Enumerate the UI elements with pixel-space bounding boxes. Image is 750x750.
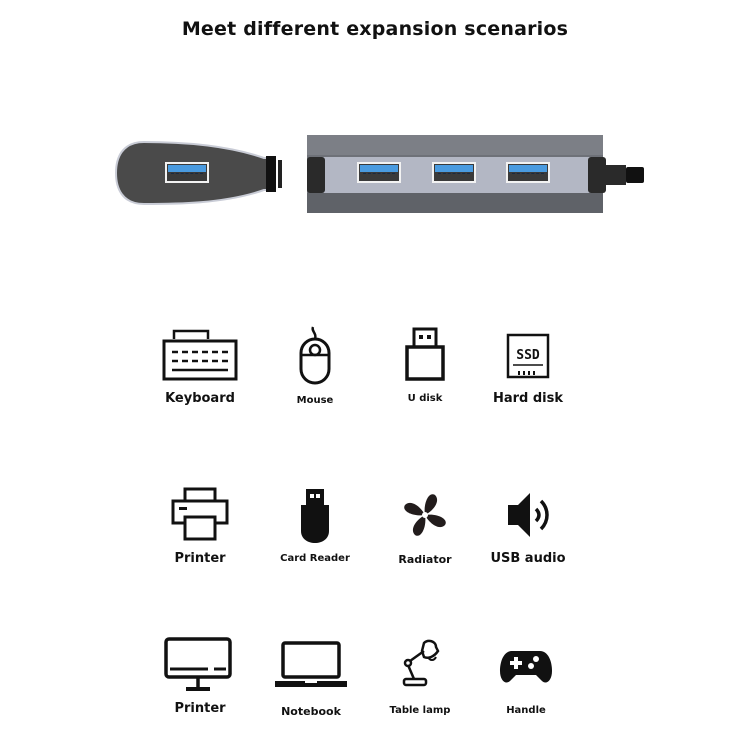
device-radiator: Radiator — [355, 485, 495, 566]
device-keyboard: Keyboard — [130, 325, 270, 406]
device-handle: Handle — [456, 635, 596, 716]
device-u-disk: U disk — [355, 325, 495, 404]
device-label: Printer — [174, 701, 226, 716]
device-card-reader: Card Reader — [245, 485, 385, 564]
usb-hub-body-graphic — [307, 135, 647, 215]
mouse-icon — [299, 326, 331, 385]
device-hard-disk: SSD Hard disk — [458, 325, 598, 406]
device-label: Mouse — [296, 395, 334, 406]
keyboard-icon — [162, 329, 238, 381]
device-label: Printer — [174, 551, 226, 566]
gamepad-icon — [500, 651, 552, 683]
device-printer: Printer — [130, 485, 270, 566]
device-label: Handle — [506, 705, 546, 716]
usb-port — [506, 162, 550, 183]
usb-drive-icon — [405, 327, 445, 381]
device-label: U disk — [407, 393, 443, 404]
printer-icon — [171, 487, 229, 541]
desk-lamp-icon — [402, 639, 440, 687]
device-table-lamp: Table lamp — [350, 635, 490, 716]
card-reader-icon — [301, 489, 329, 543]
page-title: Meet different expansion scenarios — [181, 18, 569, 40]
usb-hub-extension-graphic — [114, 140, 284, 206]
device-label: Notebook — [281, 705, 341, 718]
usb-port — [432, 162, 476, 183]
device-label: Keyboard — [165, 391, 235, 406]
ssd-icon: SSD — [506, 333, 550, 379]
usb-port — [357, 162, 401, 183]
speaker-icon — [508, 493, 549, 537]
device-mouse: Mouse — [245, 325, 385, 406]
device-monitor: Printer — [130, 635, 270, 716]
fan-icon — [404, 494, 446, 536]
svg-text:SSD: SSD — [516, 348, 540, 363]
device-label: Table lamp — [389, 705, 451, 716]
device-label: USB audio — [490, 551, 566, 566]
device-usb-audio: USB audio — [458, 485, 598, 566]
device-notebook: Notebook — [241, 635, 381, 718]
device-label: Card Reader — [280, 553, 350, 564]
device-label: Hard disk — [492, 391, 564, 406]
monitor-icon — [164, 637, 232, 691]
laptop-icon — [275, 641, 347, 687]
device-label: Radiator — [398, 553, 452, 566]
usb-port — [165, 162, 209, 183]
